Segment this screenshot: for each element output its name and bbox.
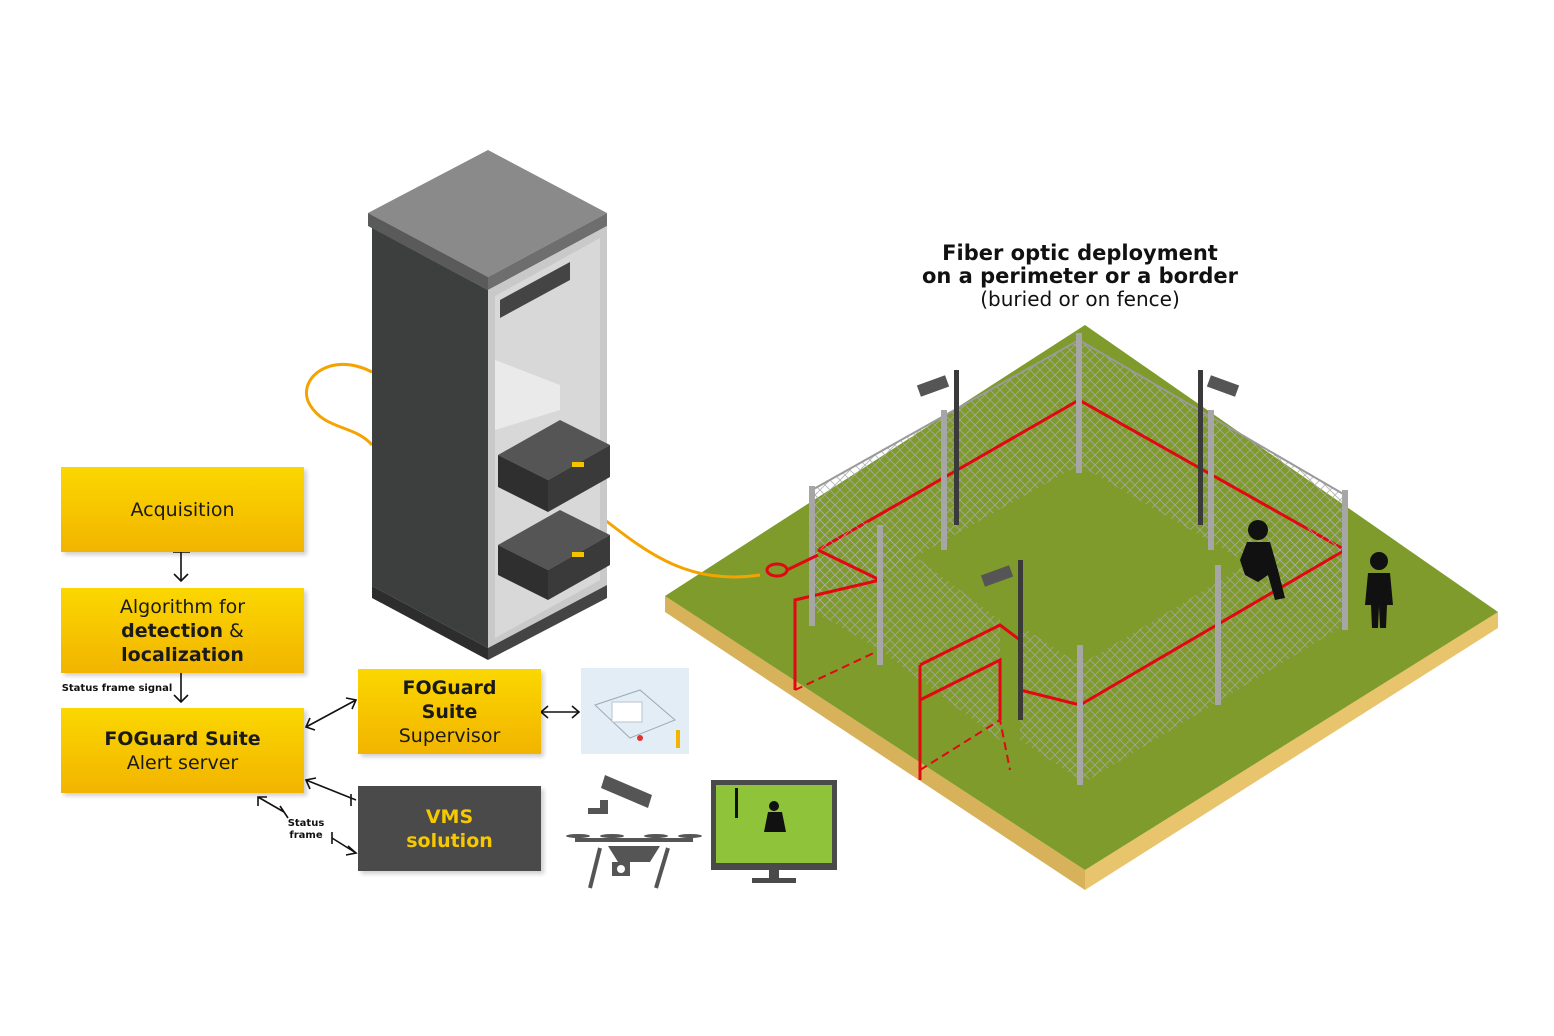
vms-box: VMS solution (358, 786, 541, 871)
vms-line-2: solution (406, 829, 493, 852)
alert-server-box: FOGuard Suite Alert server (61, 708, 304, 793)
vms-line-1: VMS (425, 805, 474, 828)
server-rack-icon (368, 150, 610, 660)
title-line-1: Fiber optic deployment (942, 241, 1218, 265)
supervisor-title-2: Suite (421, 700, 478, 723)
acquisition-label: Acquisition (130, 498, 235, 521)
diagram-title: Fiber optic deployment on a perimeter or… (900, 242, 1260, 311)
algorithm-line-1: Algorithm for (119, 595, 246, 618)
status-frame-signal-label: Status frame signal (61, 683, 173, 694)
algorithm-detection: detection (121, 619, 224, 642)
algorithm-localization: localization (121, 643, 244, 666)
person-icon (1365, 552, 1393, 628)
supervisor-screenshot-icon (581, 668, 689, 754)
supervisor-sub: Supervisor (398, 724, 501, 747)
drone-icon (566, 834, 702, 889)
monitor-icon (711, 780, 837, 883)
security-camera-icon (588, 775, 652, 814)
algorithm-amp: & (223, 619, 244, 642)
supervisor-title-1: FOGuard (402, 676, 497, 699)
algorithm-box: Algorithm for detection & localization (61, 588, 304, 673)
ground-platform (665, 325, 1498, 890)
alert-server-title: FOGuard Suite (104, 727, 261, 750)
alert-server-sub: Alert server (126, 751, 239, 774)
acquisition-box: Acquisition (61, 467, 304, 552)
title-line-3: (buried or on fence) (980, 287, 1180, 311)
status-frame-label: Status frame (283, 818, 329, 842)
status-frame-line-1: Status (287, 818, 325, 829)
security-camera-icon (916, 375, 1240, 587)
title-line-2: on a perimeter or a border (921, 264, 1239, 288)
fiber-cable-icon (304, 362, 819, 579)
supervisor-box: FOGuard Suite Supervisor (358, 669, 541, 754)
intruder-icon (1240, 520, 1285, 600)
status-frame-line-2: frame (289, 830, 323, 841)
